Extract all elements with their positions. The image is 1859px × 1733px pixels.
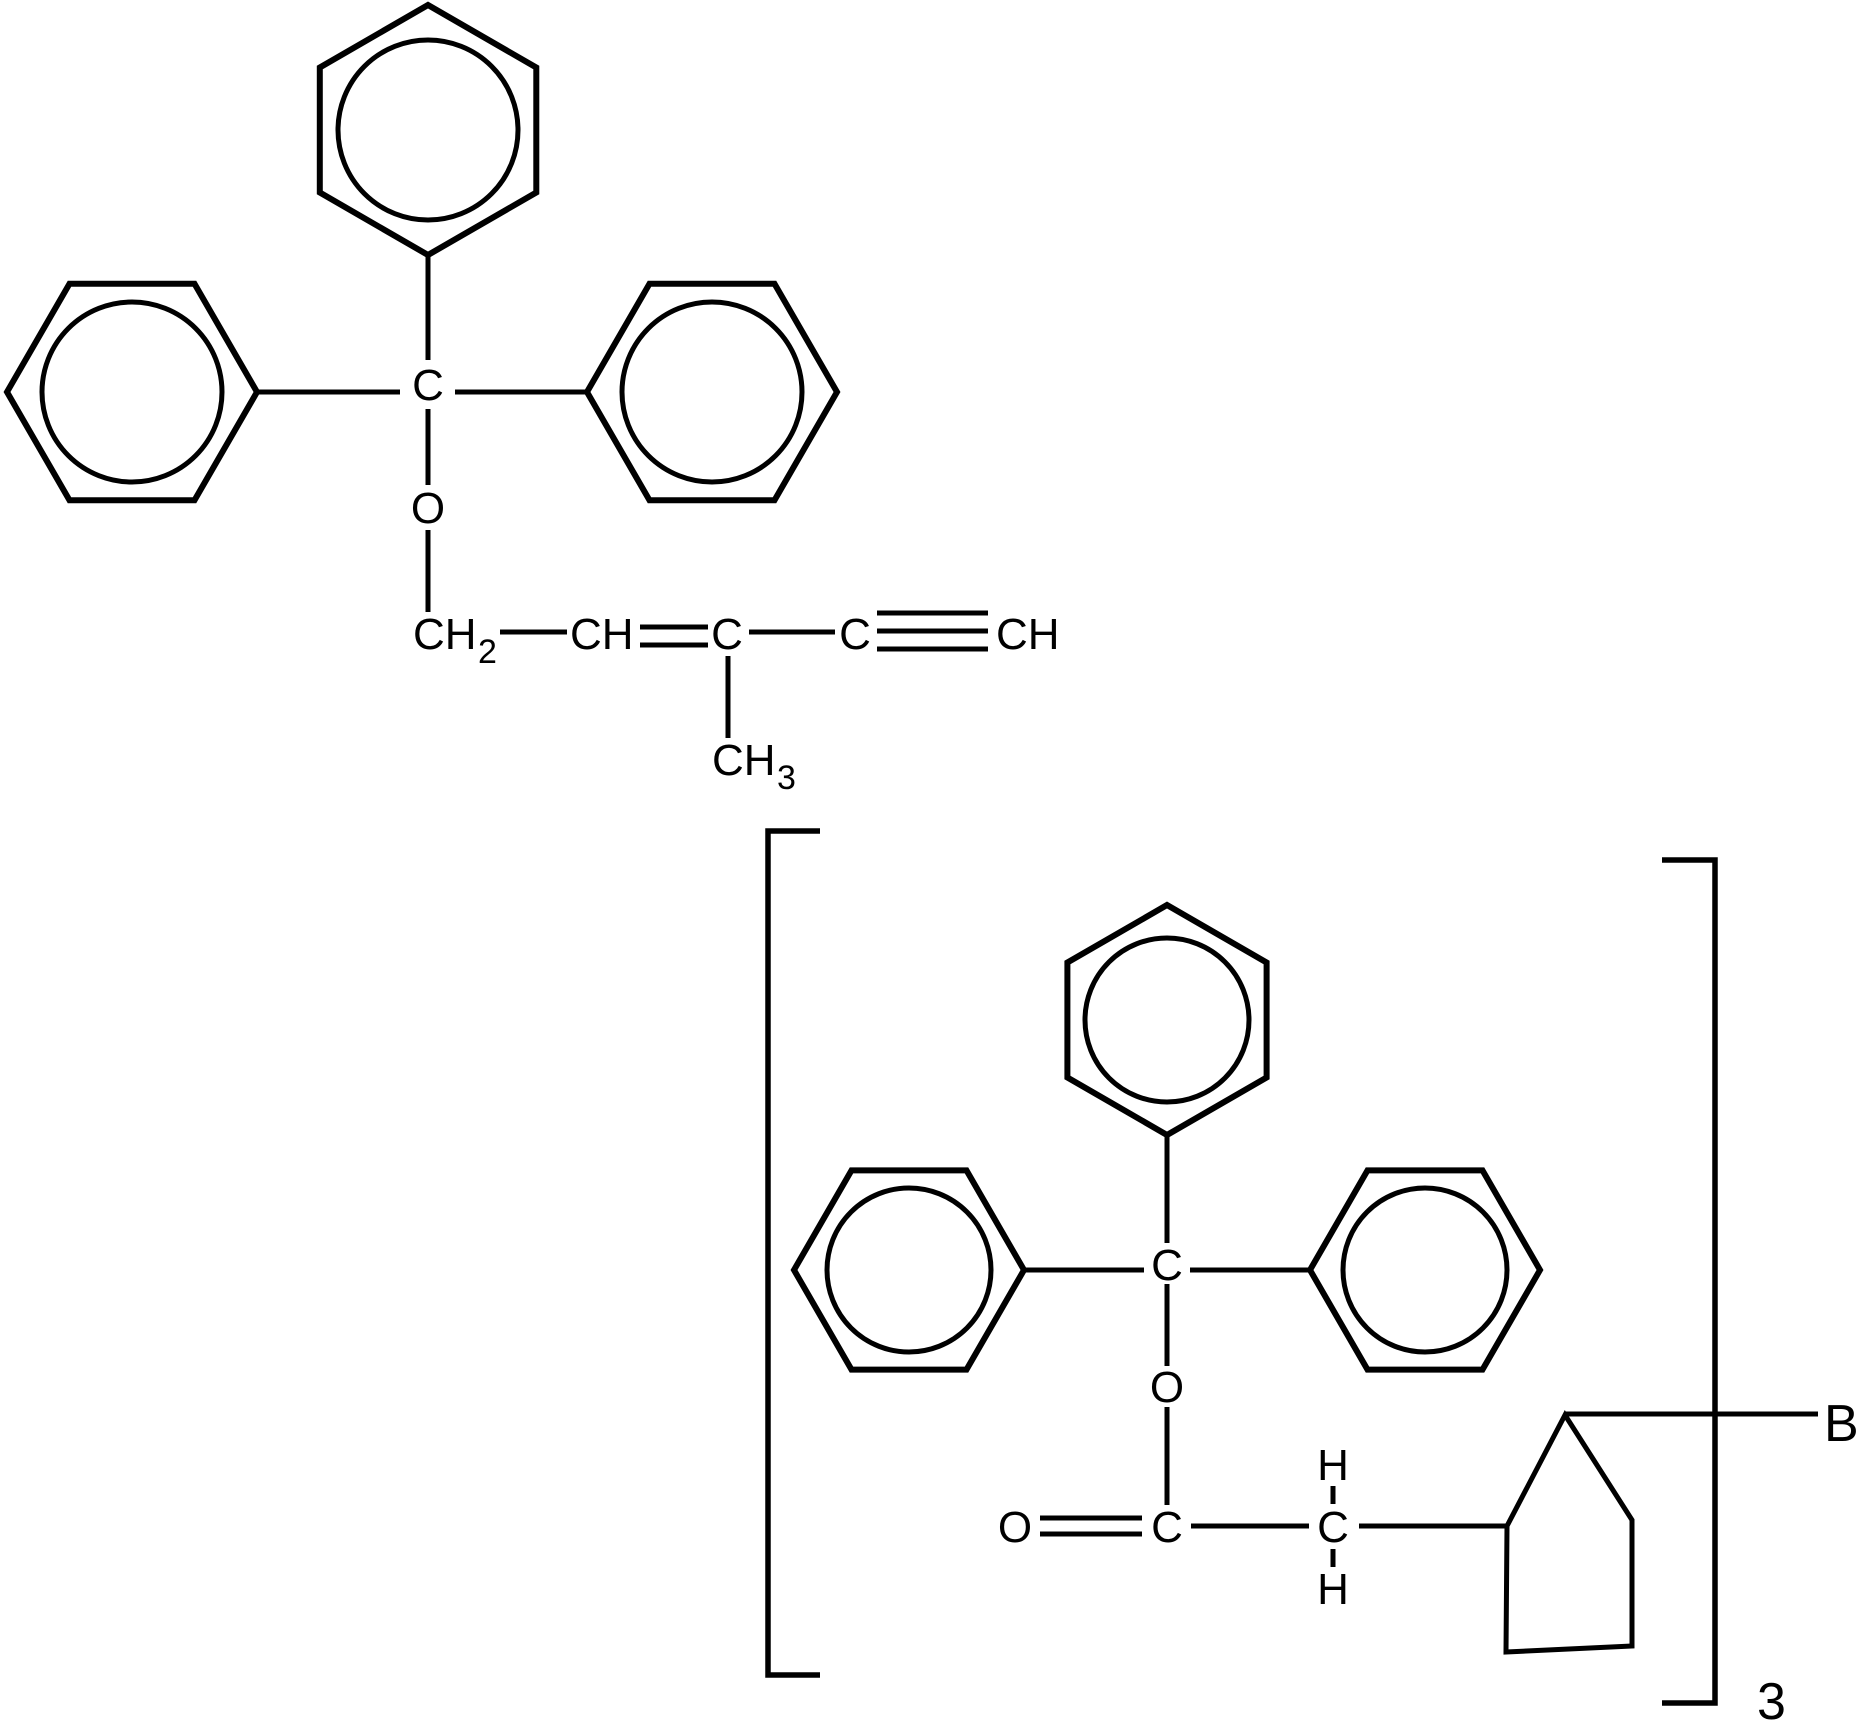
structure-bracketed-trityl-ester: C O O C H C H B 3 <box>765 828 1859 1731</box>
atom-label-carbonyl-c: C <box>1151 1503 1183 1552</box>
atom-label-carbonyl-o: O <box>998 1503 1032 1552</box>
substituent-label-b: B <box>1824 1395 1859 1453</box>
atom-label-methine-h-top: H <box>1317 1441 1349 1490</box>
atom-label-ch2: CH <box>413 610 477 659</box>
phenyl-ring-hexagon <box>3 280 261 504</box>
left-bracket <box>765 828 820 1678</box>
phenyl-ring-hexagon <box>790 1167 1028 1373</box>
structure-trityl-enyne-ether: C O CH 2 CH C C CH CH 3 <box>3 1 1060 797</box>
atom-label-terminal-ch: CH <box>996 610 1060 659</box>
repeat-subscript-3: 3 <box>1757 1673 1786 1731</box>
atom-label-vinyl-ch: CH <box>570 610 634 659</box>
atom-label-ester-o: O <box>1150 1363 1184 1412</box>
aromatic-circle <box>1082 935 1252 1105</box>
cyclopentane-ring <box>1503 1410 1635 1655</box>
atom-label-ch2-subscript: 2 <box>478 633 497 671</box>
atom-label-alkynyl-c: C <box>839 610 871 659</box>
aromatic-circle <box>824 1185 994 1355</box>
atom-label-central-c: C <box>1151 1241 1183 1290</box>
atom-label-methyl: CH <box>712 736 776 785</box>
aromatic-circle <box>39 299 225 485</box>
atom-label-vinyl-c: C <box>711 610 743 659</box>
atom-label-methyl-subscript: 3 <box>777 759 796 797</box>
atom-label-ether-o: O <box>411 484 445 533</box>
right-bracket <box>1662 857 1718 1706</box>
atom-label-methine-c: C <box>1317 1503 1349 1552</box>
atom-label-methine-h-bottom: H <box>1317 1565 1349 1614</box>
aromatic-circle <box>335 37 521 223</box>
aromatic-circle <box>1340 1185 1510 1355</box>
aromatic-circle <box>619 299 805 485</box>
atom-label-central-c: C <box>412 361 444 410</box>
